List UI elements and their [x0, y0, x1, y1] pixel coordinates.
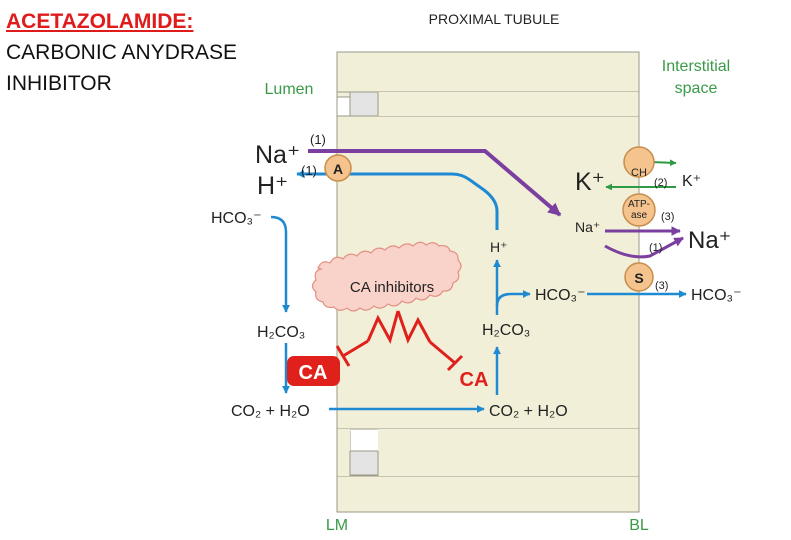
inhibition-bar-cell — [446, 354, 464, 372]
inhibition-bar-lumen — [335, 345, 351, 367]
potassium-interstitial-label: K⁺ — [682, 173, 701, 190]
ca-inhibitors-cloud — [311, 241, 462, 312]
bicarbonate-cell-label: HCO₃⁻ — [535, 287, 586, 304]
note-2-potassium: (2) — [654, 177, 667, 189]
carbonic-acid-to-bicarbonate-arrow — [495, 289, 531, 307]
proton-secretion-arrow — [296, 170, 499, 230]
atpase-label-line-1: ATP- — [628, 199, 650, 210]
heading: ACETAZOLAMIDE: CARBONIC ANYDRASE INHIBIT… — [6, 6, 237, 99]
inhibition-zigzag-cell — [396, 310, 432, 344]
basolateral-membrane-label: BL — [629, 517, 649, 534]
proton-cell-label: H⁺ — [490, 239, 508, 255]
transporter-a-label: A — [333, 161, 343, 177]
carbonic-anhydrase-lumen-label: CA — [299, 362, 328, 384]
atpase-label-line-2: ase — [631, 210, 648, 221]
bicarbonate-lumen-label: HCO₃⁻ — [211, 210, 262, 227]
carbonic-anhydrase-lumen-box — [287, 356, 340, 386]
note-1-sodium-efflux: (1) — [649, 242, 662, 254]
co2-water-lumen-label: CO₂ + H₂O — [231, 403, 310, 420]
drug-name: ACETAZOLAMIDE: — [6, 10, 194, 33]
inhibition-line-cell — [429, 340, 456, 365]
interstitial-label-line-1: Interstitial — [662, 58, 730, 75]
ca-inhibitors-label: CA inhibitors — [350, 279, 434, 296]
inhibition-line-lumen — [342, 339, 369, 358]
sodium-cotransport-arrow — [604, 236, 684, 259]
co2-water-cell-label: CO₂ + H₂O — [489, 403, 568, 420]
carbonic-anhydrase-cell-label: CA — [460, 369, 489, 391]
carbonic-acid-cell-label: H₂CO₃ — [482, 322, 530, 339]
drug-class-line-1: CARBONIC ANYDRASE — [6, 41, 238, 64]
diagram-title: PROXIMAL TUBULE — [429, 11, 560, 27]
potassium-cell-label: K⁺ — [575, 168, 605, 196]
channel-ch-label: CH — [631, 167, 647, 179]
channel-ch-icon — [623, 146, 655, 178]
atpase-pump-icon — [622, 193, 656, 227]
interstitial-label-line-2: space — [675, 80, 718, 97]
luminal-membrane-label: LM — [326, 517, 348, 534]
sodium-cell-label: Na⁺ — [575, 219, 600, 235]
symporter-s-label: S — [634, 270, 643, 286]
carbonic-acid-lumen-label: H₂CO₃ — [257, 324, 305, 341]
sodium-interstitial-label: Na⁺ — [688, 227, 731, 254]
drug-class-line-2: INHIBITOR — [6, 72, 112, 95]
note-3-symporter: (3) — [655, 280, 668, 292]
bicarbonate-to-carbonic-acid-arrow — [270, 215, 291, 313]
note-1-sodium: (1) — [310, 132, 326, 147]
sodium-uptake-arrow — [308, 149, 562, 217]
inhibition-zigzag-lumen — [366, 310, 400, 344]
lumen-label: Lumen — [265, 81, 314, 98]
symporter-s-icon — [624, 262, 654, 292]
proton-lumen-label: H⁺ — [257, 172, 288, 200]
note-1-antiporter: (1) — [301, 163, 317, 178]
bicarbonate-interstitial-label: HCO₃⁻ — [691, 287, 742, 304]
note-3-atpase: (3) — [661, 211, 674, 223]
transporter-a-icon — [324, 154, 352, 182]
sodium-lumen-label: Na⁺ — [255, 141, 300, 169]
